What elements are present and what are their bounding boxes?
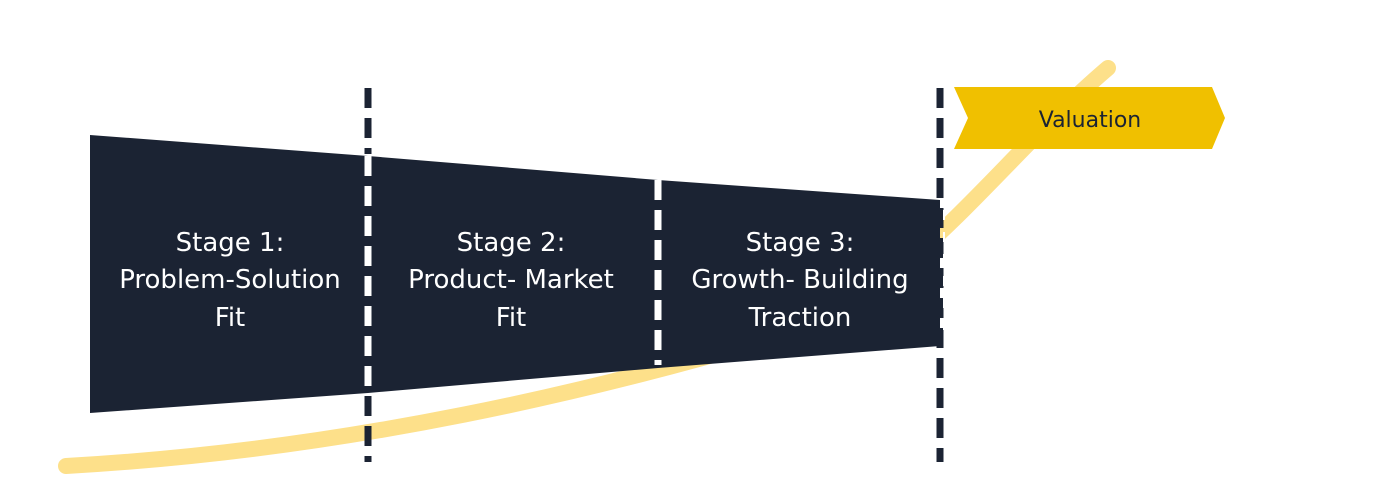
stage-2-title: Stage 2:	[457, 228, 566, 258]
stage-1-name: Problem-Solution	[119, 265, 341, 295]
valuation-label: Valuation	[1039, 108, 1142, 133]
stage-3-shape	[658, 180, 940, 368]
stage-2-name: Product- Market	[408, 265, 614, 295]
stage-3-name: Growth- Building	[691, 265, 908, 295]
stage-1-shape	[90, 135, 368, 413]
stage-1-name-2: Fit	[215, 303, 245, 333]
valuation-tag	[954, 87, 1225, 149]
stage-2-shape	[368, 156, 658, 393]
stage-3-name-2: Traction	[748, 303, 852, 333]
stage-1-title: Stage 1:	[176, 228, 285, 258]
stage-3-title: Stage 3:	[746, 228, 855, 258]
stage-2-name-2: Fit	[496, 303, 526, 333]
